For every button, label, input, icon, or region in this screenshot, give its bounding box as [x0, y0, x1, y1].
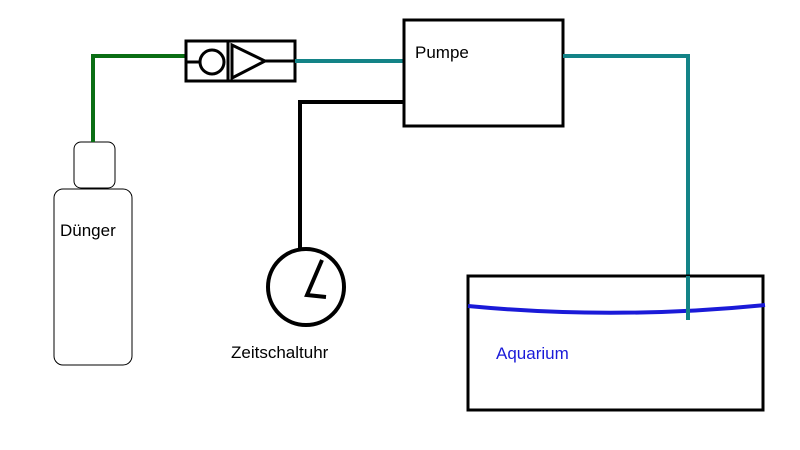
water-surface [467, 303, 766, 315]
fertilizer-tube [91, 54, 186, 142]
aquarium: Aquarium [466, 274, 766, 412]
aquarium-label: Aquarium [496, 344, 569, 363]
pump: Pumpe [402, 18, 565, 128]
timer-label: Zeitschaltuhr [231, 343, 329, 362]
valve-triangle-icon [230, 42, 269, 81]
bottle-body [53, 188, 133, 366]
clock-icon [266, 247, 346, 327]
fertilizer-label: Dünger [60, 221, 116, 240]
fertilizer-bottle: Dünger [53, 141, 133, 366]
check-valve [184, 39, 297, 83]
pump-box [402, 18, 565, 128]
valve-circle-icon [198, 48, 226, 76]
timer-control-wire [298, 100, 404, 248]
bottle-cap [73, 141, 116, 189]
timer: Zeitschaltuhr [231, 247, 346, 362]
pump-to-aquarium-tube [563, 54, 690, 320]
aquarium-tank [466, 274, 765, 412]
clock-hands [304, 259, 327, 299]
pump-label: Pumpe [415, 43, 469, 62]
